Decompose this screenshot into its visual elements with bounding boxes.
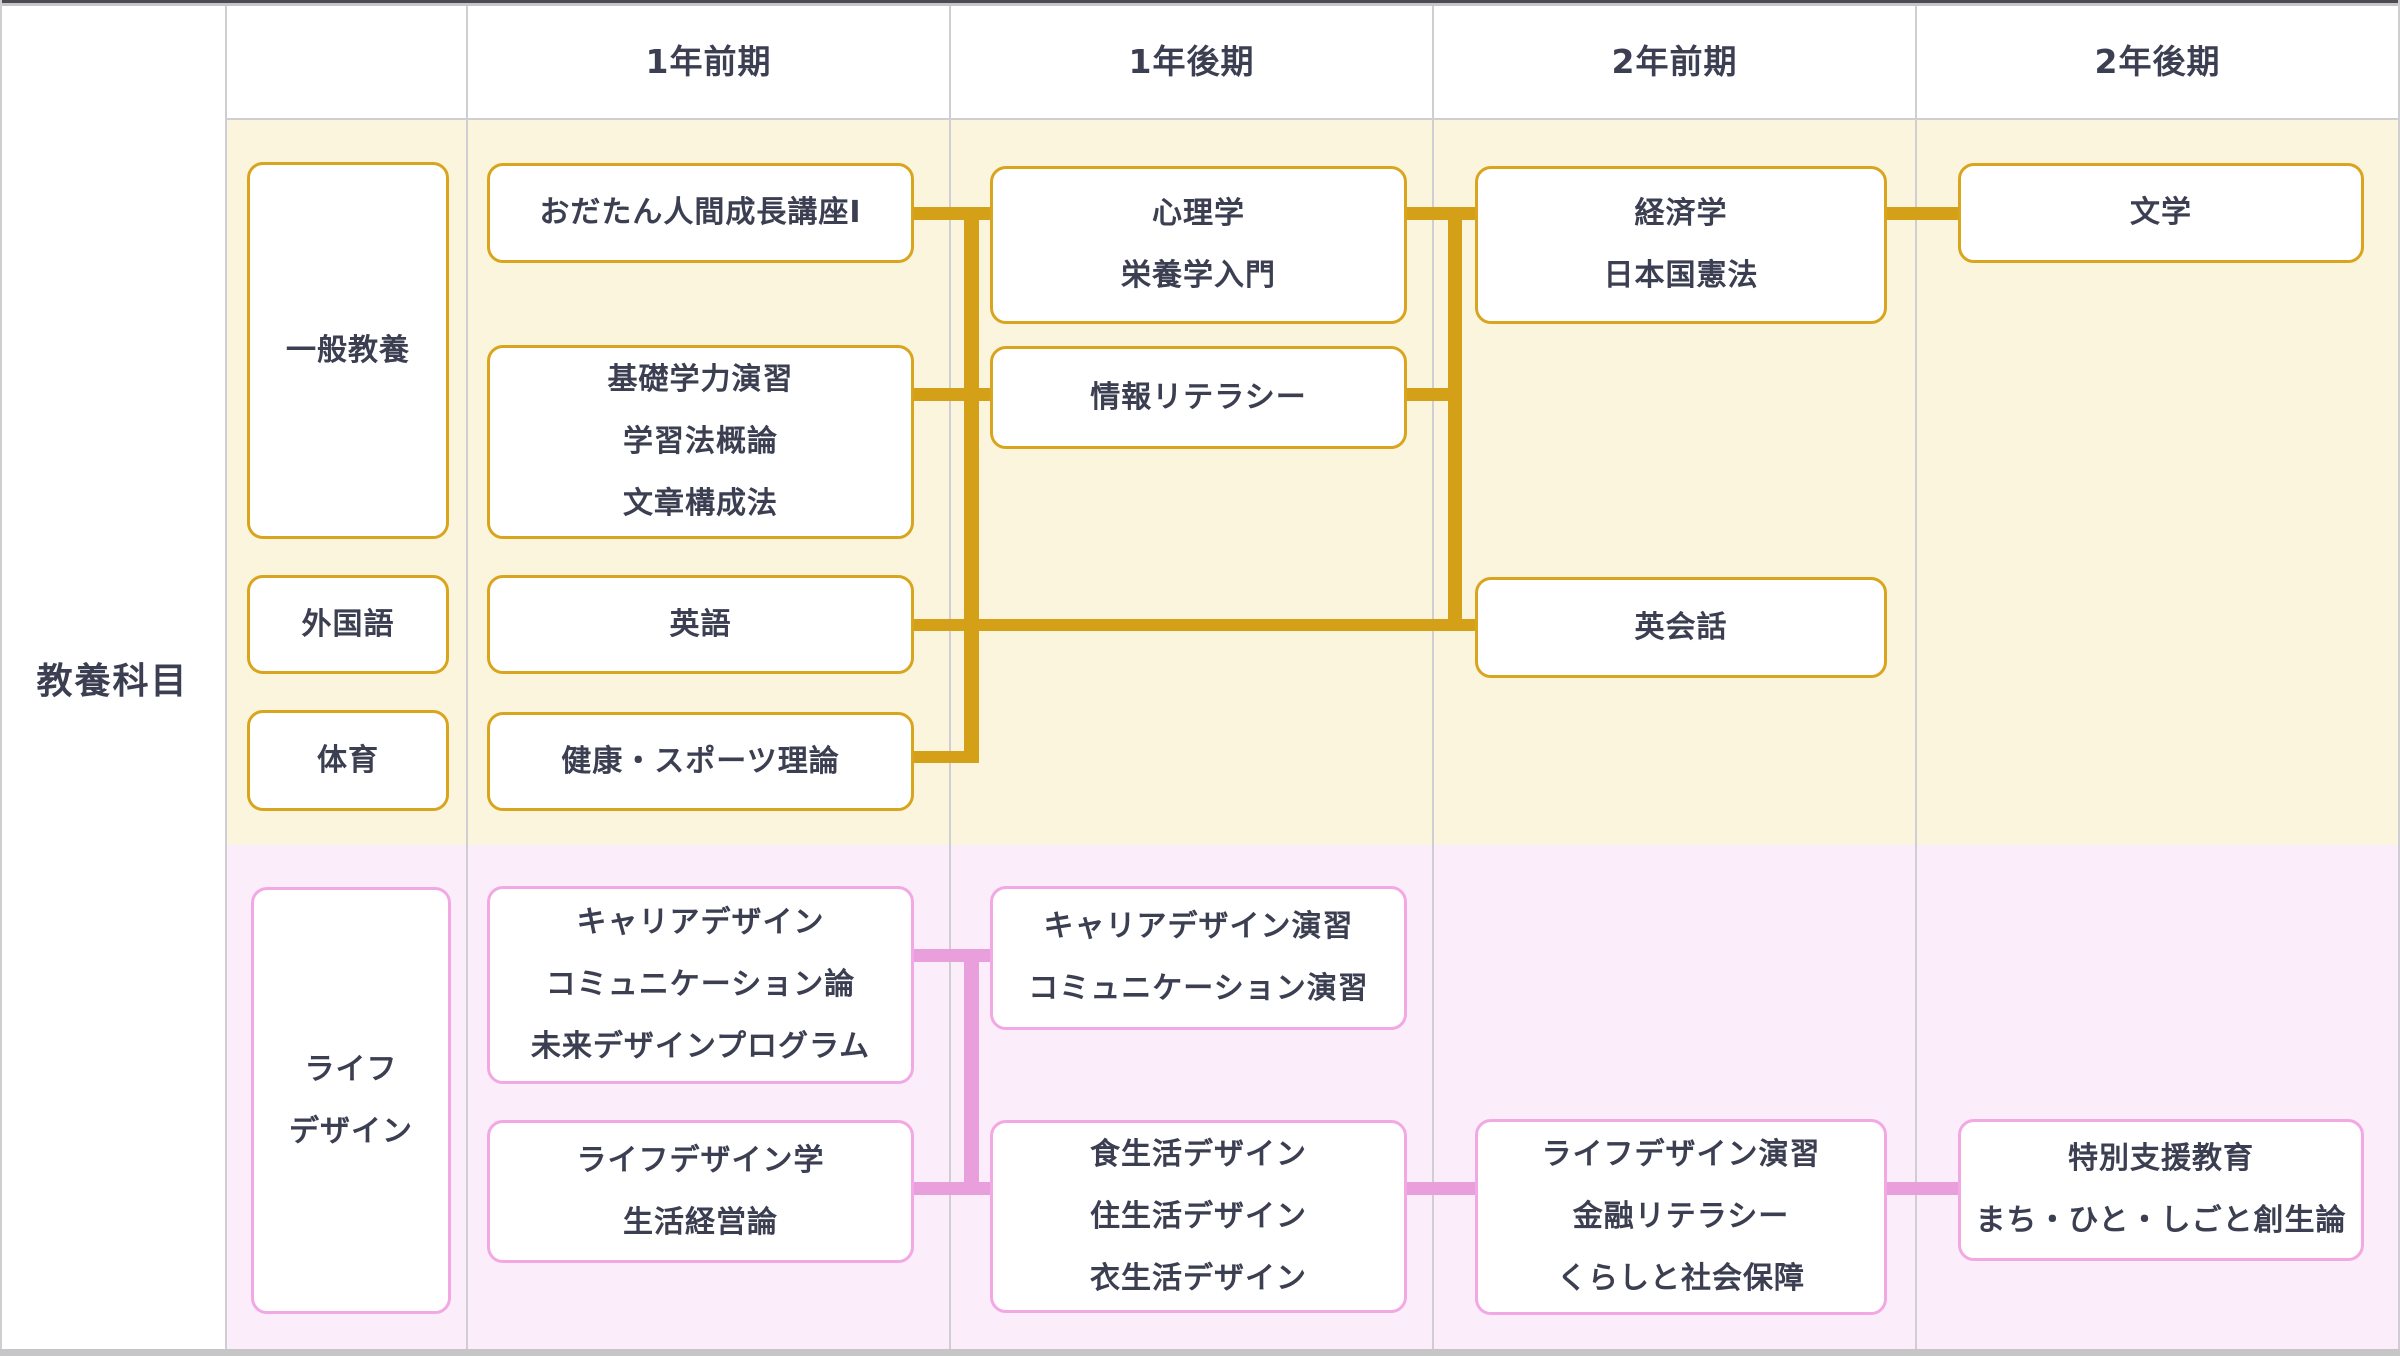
course-box-information-literacy: 情報リテラシー — [990, 346, 1407, 449]
course-box-career-design-seminar: キャリアデザイン演習 コミュニケーション演習 — [990, 886, 1407, 1030]
course-box-literature: 文学 — [1958, 163, 2364, 263]
course-label: ライフデザイン演習 — [1541, 1137, 1821, 1172]
row-label-liberal-arts: 教養科目 — [36, 661, 189, 702]
header-divider — [225, 118, 2398, 120]
column-divider — [1915, 3, 1917, 1349]
course-label: キャリアデザイン演習 — [1043, 909, 1354, 944]
course-label: 特別支援教育 — [2068, 1141, 2254, 1176]
course-box-health-sports-theory: 健康・スポーツ理論 — [487, 712, 914, 811]
column-divider — [466, 3, 468, 1349]
course-label: 学習法概論 — [623, 424, 778, 459]
course-label: 衣生活デザイン — [1090, 1260, 1307, 1296]
course-box-living-design: 食生活デザイン 住生活デザイン 衣生活デザイン — [990, 1120, 1407, 1313]
course-label: 文章構成法 — [623, 486, 778, 521]
course-label: まち・ひと・しごと創生論 — [1975, 1203, 2347, 1238]
course-label: くらしと社会保障 — [1557, 1261, 1805, 1296]
table-border-top — [0, 0, 2400, 3]
category-box-physical-education: 体育 — [247, 710, 449, 811]
course-label: キャリアデザイン — [576, 905, 825, 940]
course-box-english-conversation: 英会話 — [1475, 577, 1887, 678]
course-label: おだたん人間成長講座I — [539, 195, 862, 230]
table-border-bottom — [0, 1349, 2400, 1356]
connector-gold-trunk-2 — [1448, 207, 1462, 631]
course-box-life-design-studies: ライフデザイン学 生活経営論 — [487, 1120, 914, 1263]
course-label: 英会話 — [1634, 609, 1728, 645]
header-term-1: 1年前期 — [645, 42, 772, 81]
course-label: コミュニケーション演習 — [1028, 971, 1369, 1006]
table-border-right — [2398, 0, 2400, 1356]
course-label: ライフデザイン学 — [576, 1142, 825, 1178]
category-label: 一般教養 — [286, 332, 410, 368]
course-label: 情報リテラシー — [1090, 379, 1307, 415]
category-box-life-design: ライフ デザイン — [251, 887, 451, 1314]
connector-pink-trunk — [964, 949, 979, 1195]
course-label: 基礎学力演習 — [607, 362, 794, 397]
table-border-left — [0, 0, 2, 1356]
category-label: 外国語 — [301, 606, 395, 642]
category-box-foreign-language: 外国語 — [247, 575, 449, 674]
connector-gold-sports — [908, 751, 979, 763]
course-box-basic-academic-skills: 基礎学力演習 学習法概論 文章構成法 — [487, 345, 914, 539]
course-label: 栄養学入門 — [1121, 258, 1276, 293]
course-box-psychology-nutrition: 心理学 栄養学入門 — [990, 166, 1407, 324]
header-term-2: 1年後期 — [1128, 42, 1255, 81]
course-label: 金融リテラシー — [1572, 1199, 1790, 1234]
column-divider — [949, 3, 951, 1349]
course-box-career-design: キャリアデザイン コミュニケーション論 未来デザインプログラム — [487, 886, 914, 1084]
course-box-english: 英語 — [487, 575, 914, 674]
course-label: 食生活デザイン — [1090, 1136, 1307, 1172]
course-label: 心理学 — [1152, 196, 1245, 231]
category-label: 体育 — [317, 742, 379, 778]
connector-gold-english — [908, 619, 1475, 631]
course-label: 日本国憲法 — [1603, 258, 1759, 293]
course-box-life-design-seminar: ライフデザイン演習 金融リテラシー くらしと社会保障 — [1475, 1119, 1887, 1315]
column-divider — [225, 3, 227, 1349]
column-divider — [1432, 3, 1434, 1349]
table-border-top-light — [0, 3, 2400, 6]
category-box-general-education: 一般教養 — [247, 162, 449, 539]
course-box-special-support-education: 特別支援教育 まち・ひと・しごと創生論 — [1958, 1119, 2364, 1261]
header-term-4: 2年後期 — [2094, 42, 2221, 81]
header-term-3: 2年前期 — [1611, 42, 1738, 81]
course-label: 健康・スポーツ理論 — [561, 743, 840, 779]
course-label: 未来デザインプログラム — [530, 1029, 871, 1064]
course-label: 英語 — [669, 606, 732, 642]
course-label: 経済学 — [1634, 196, 1728, 231]
course-label: 生活経営論 — [623, 1204, 778, 1240]
course-label: 文学 — [2130, 195, 2192, 230]
category-label: デザイン — [289, 1113, 413, 1149]
course-box-economics-constitution: 経済学 日本国憲法 — [1475, 166, 1887, 324]
course-label: 住生活デザイン — [1090, 1198, 1307, 1234]
course-label: コミュニケーション論 — [545, 967, 856, 1002]
connector-gold-trunk-1 — [964, 207, 979, 763]
course-box-odatan-human-growth: おだたん人間成長講座I — [487, 163, 914, 263]
category-label: ライフ — [304, 1051, 398, 1087]
